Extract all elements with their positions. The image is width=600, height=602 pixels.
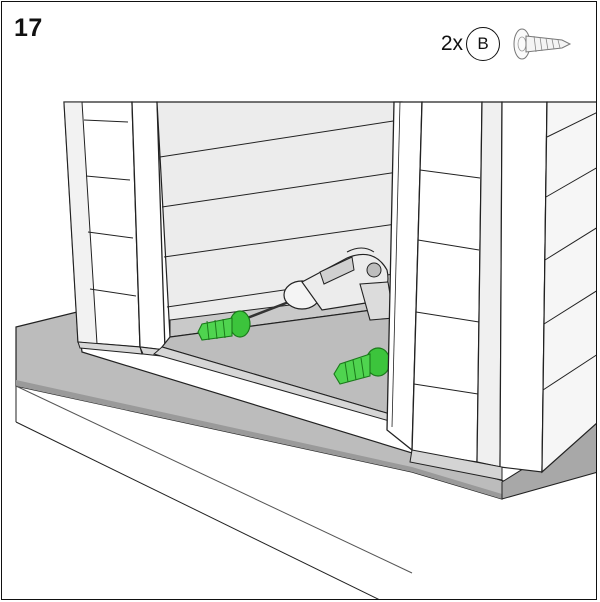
part-letter-badge: B [466, 27, 500, 61]
step-number: 17 [14, 14, 43, 43]
part-quantity: 2x [441, 32, 463, 56]
side-wall-siding [542, 102, 597, 472]
screw-icon [508, 24, 572, 64]
right-wall-pillar [412, 102, 547, 472]
parts-callout: 2x B [441, 22, 572, 66]
part-letter: B [477, 34, 488, 54]
